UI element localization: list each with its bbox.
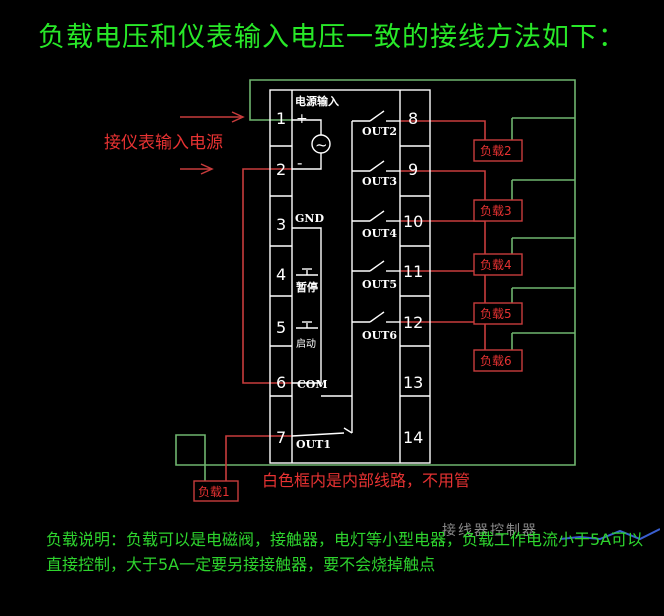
load-3-label: 负载3 xyxy=(480,204,512,218)
plus-sign: + xyxy=(296,111,308,127)
pin-13: 13 xyxy=(403,373,423,392)
pin-8: 8 xyxy=(408,109,418,128)
pin-6: 6 xyxy=(276,373,286,392)
start-label: 启动 xyxy=(296,337,316,350)
out3-label: OUT3 xyxy=(362,175,397,188)
pin-7: 7 xyxy=(276,428,286,447)
pin-4: 4 xyxy=(276,265,286,284)
load-2-box xyxy=(473,139,523,162)
green-wires xyxy=(175,79,576,488)
pin-numbers: 1 2 3 4 5 6 7 8 9 10 11 12 13 14 xyxy=(276,109,423,447)
internal-note: 白色框内是内部线路，不用管 xyxy=(262,471,471,490)
watermark-stroke xyxy=(560,528,660,541)
load-3-box xyxy=(473,199,523,222)
output-contacts xyxy=(352,110,400,323)
out2-label: OUT2 xyxy=(362,125,397,138)
pin-2: 2 xyxy=(276,160,286,179)
power-input-label: 电源输入 xyxy=(295,94,339,108)
box-labels: 电源输入 + - ~ GND 暂停 启动 COM OUT1 OUT2 OUT3 … xyxy=(295,94,397,451)
load-4-box xyxy=(473,253,523,276)
load-6-box xyxy=(473,349,523,372)
input-arrows xyxy=(180,111,245,175)
ac-symbol: ~ xyxy=(315,136,328,154)
com-label: COM xyxy=(297,378,328,391)
pin-11: 11 xyxy=(403,262,423,281)
red-wires xyxy=(225,120,486,488)
pin-3: 3 xyxy=(276,215,286,234)
input-power-label: 接仪表输入电源 xyxy=(104,133,223,153)
out5-label: OUT5 xyxy=(362,278,397,291)
page-title: 负载电压和仪表输入电压一致的接线方法如下： xyxy=(38,22,626,53)
watermark: 接线器控制器 xyxy=(442,523,538,539)
load-4-label: 负载4 xyxy=(480,258,512,272)
button-symbols xyxy=(296,268,318,329)
load-1-label: 负载1 xyxy=(198,485,230,499)
load-6-label: 负载6 xyxy=(480,354,512,368)
pin-14: 14 xyxy=(403,428,423,447)
pin-5: 5 xyxy=(276,318,286,337)
load-1-box xyxy=(193,480,239,502)
load-5-box xyxy=(473,302,523,325)
load-labels: 负载1 负载2 负载3 负载4 负载5 负载6 xyxy=(198,144,512,499)
load-5-label: 负载5 xyxy=(480,307,512,321)
out1-label: OUT1 xyxy=(296,438,331,451)
pin-1: 1 xyxy=(276,109,286,128)
load-boxes xyxy=(193,139,523,502)
load-2-label: 负载2 xyxy=(480,144,512,158)
gnd-label: GND xyxy=(295,212,324,225)
module-box xyxy=(269,89,431,464)
out6-label: OUT6 xyxy=(362,329,397,342)
out4-label: OUT4 xyxy=(362,227,397,240)
pin-10: 10 xyxy=(403,212,423,231)
pin-12: 12 xyxy=(403,313,423,332)
load-description: 负载说明：负载可以是电磁阀，接触器，电灯等小型电器，负载工作电流小于5A可以直接… xyxy=(46,530,644,574)
pause-label: 暂停 xyxy=(296,280,318,294)
minus-sign: - xyxy=(297,153,302,172)
pin-9: 9 xyxy=(408,160,418,179)
